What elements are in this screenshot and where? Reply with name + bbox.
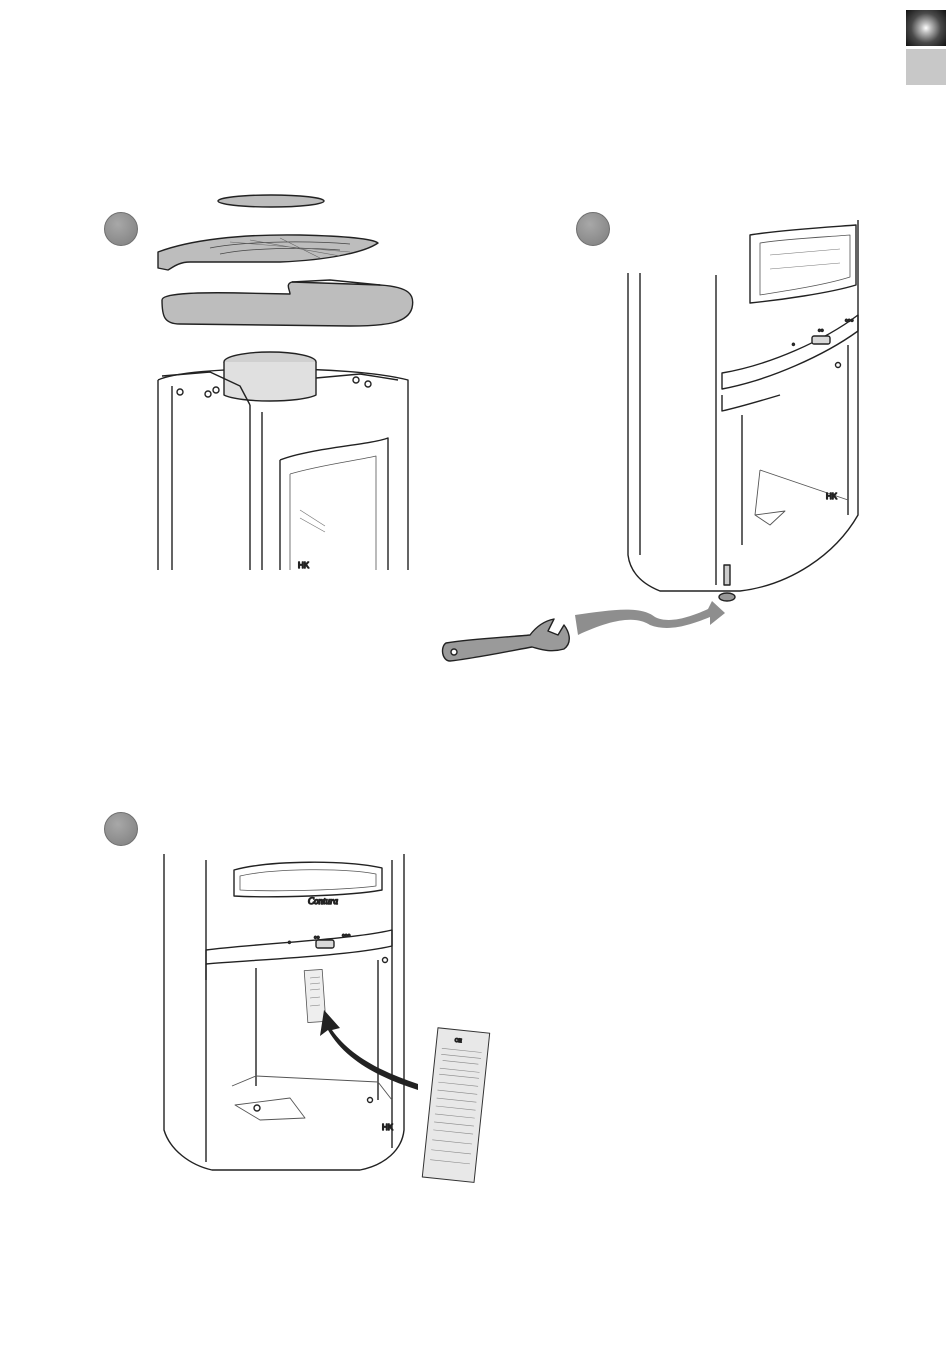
placement-arrow bbox=[320, 1010, 418, 1090]
leveling-foot bbox=[724, 565, 730, 585]
language-tab-active[interactable] bbox=[906, 10, 946, 46]
glass-door-step1 bbox=[280, 438, 388, 570]
step-3-marker bbox=[104, 812, 138, 846]
wrench-tool bbox=[443, 619, 570, 661]
surround-top-plate bbox=[162, 282, 413, 326]
direction-arrow bbox=[575, 601, 725, 635]
svg-text:••: •• bbox=[818, 326, 824, 335]
step-3-illustration: Contura • •• ••• HK CE bbox=[160, 850, 500, 1180]
maker-mark-step2: HK bbox=[826, 492, 838, 501]
maker-mark-step3: HK bbox=[382, 1123, 394, 1132]
stove-body-step3 bbox=[164, 854, 404, 1170]
svg-text:•: • bbox=[792, 340, 795, 349]
round-lid-plate bbox=[218, 195, 324, 207]
step-1-marker bbox=[104, 212, 138, 246]
svg-text:••: •• bbox=[314, 933, 320, 942]
svg-text:•••: ••• bbox=[845, 316, 854, 325]
type-plate-detail: CE bbox=[422, 1028, 489, 1183]
brand-logo: Contura bbox=[308, 896, 339, 906]
ce-mark: CE bbox=[454, 1038, 462, 1045]
step-1-illustration: HK bbox=[150, 190, 420, 580]
svg-text:•••: ••• bbox=[342, 931, 351, 940]
svg-text:•: • bbox=[288, 938, 291, 947]
step-2-illustration: • •• ••• HK bbox=[440, 215, 870, 665]
maker-mark-step1: HK bbox=[298, 561, 310, 570]
grill-top-plate bbox=[158, 235, 378, 270]
language-tab-inactive[interactable] bbox=[906, 49, 946, 85]
